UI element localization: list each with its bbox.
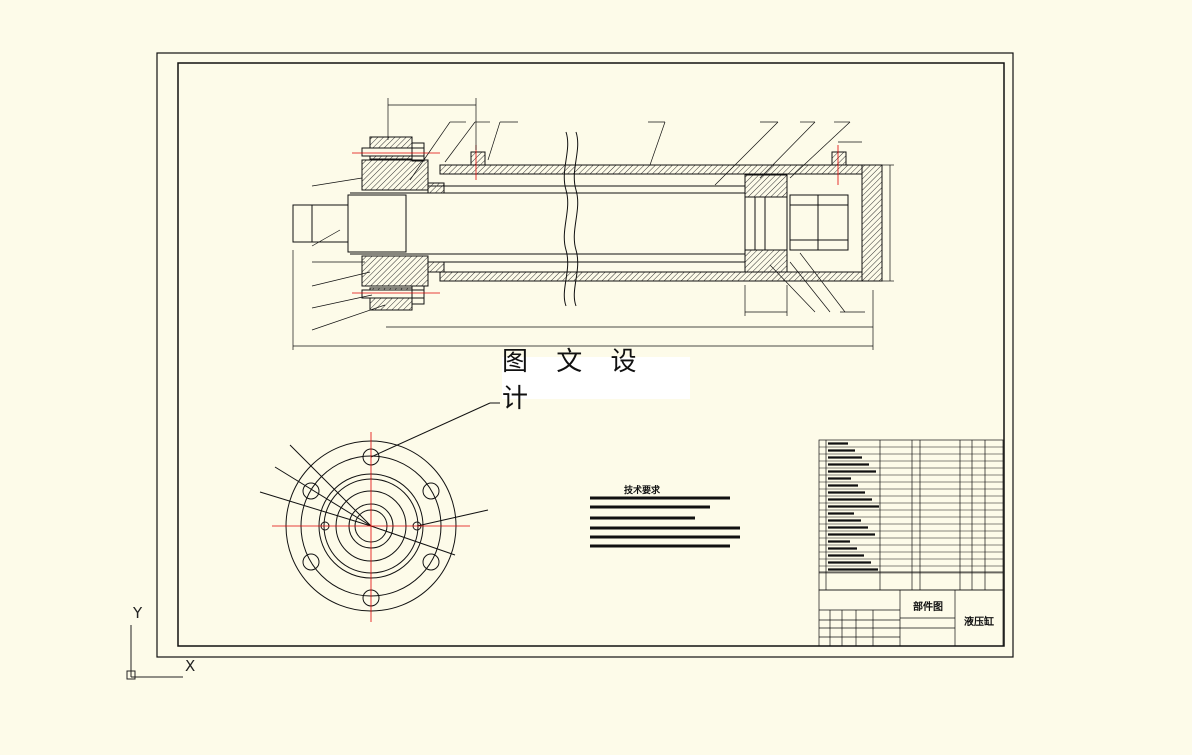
- title-block-part-name: 液压缸: [964, 617, 994, 628]
- ucs-x-label: X: [185, 657, 196, 675]
- inner-frame: [177, 62, 1005, 647]
- parts-list: [818, 439, 1004, 591]
- section-centerlines: [352, 145, 839, 294]
- dimension-lines: [292, 98, 894, 350]
- parts-list-text: [828, 442, 879, 571]
- parts-list-rows: [819, 446, 1003, 574]
- flange-centerlines: [272, 432, 470, 622]
- cylinder-section-view: [292, 131, 883, 311]
- ucs-y-label: Y: [133, 604, 143, 622]
- title-block: [818, 589, 1004, 647]
- technical-notes-lines: [590, 496, 740, 548]
- technical-notes-title: 技术要求: [624, 486, 661, 496]
- ucs-icon: [126, 625, 183, 680]
- watermark-label: 图 文 设 计: [502, 347, 690, 414]
- flange-end-view: [259, 402, 500, 612]
- outer-frame: [156, 52, 1014, 658]
- title-block-drawing-type: 部件图: [913, 602, 943, 613]
